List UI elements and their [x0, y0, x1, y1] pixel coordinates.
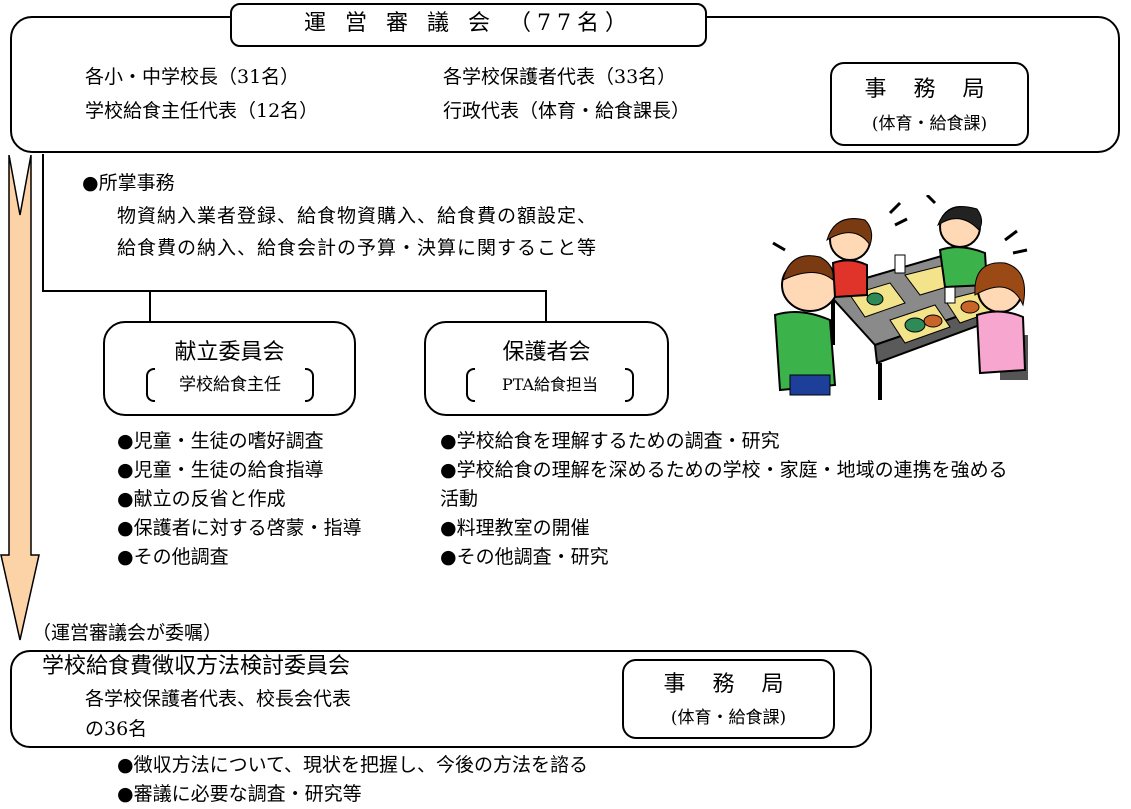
- menu-committee-item: ●献立の反省と作成: [117, 488, 286, 510]
- fee-committee-member-2: の36名: [85, 718, 148, 740]
- parents-council-item: ●学校給食を理解するための調査・研究: [440, 430, 780, 452]
- parents-council-item: ●学校給食の理解を深めるための学校・家庭・地域の連携を強める: [440, 459, 1008, 481]
- fee-committee-item-2: ●審議に必要な調査・研究等: [117, 783, 362, 805]
- affairs-heading: ●所掌事務: [82, 172, 175, 194]
- fee-committee-member-1: 各学校保護者代表、校長会代表: [85, 688, 352, 710]
- connector-vertical: [42, 154, 44, 292]
- council-secretariat-name: 事 務 局: [864, 77, 995, 102]
- fee-secretariat-box: [622, 659, 835, 739]
- fee-committee-item-1: ●徴収方法について、現状を把握し、今後の方法を諮る: [117, 754, 589, 776]
- affairs-line-2: 給食費の納入、給食会計の予算・決算に関すること等: [117, 237, 598, 259]
- connector-parents: [545, 290, 547, 321]
- menu-committee-sub-bracket: [146, 368, 314, 402]
- parents-council-items: ●学校給食を理解するための調査・研究 ●学校給食の理解を深めるための学校・家庭・…: [440, 428, 1008, 573]
- parents-council-item: ●その他調査・研究: [440, 546, 609, 568]
- menu-committee-title: 献立委員会: [174, 340, 285, 365]
- affairs-line-1: 物資納入業者登録、給食物資購入、給食費の額設定、: [117, 205, 598, 227]
- menu-committee-item: ●児童・生徒の嗜好調査: [117, 430, 324, 452]
- fee-secretariat-name: 事 務 局: [663, 672, 794, 697]
- parents-council-item: ●料理教室の開催: [440, 517, 590, 539]
- parents-council-title: 保護者会: [502, 340, 591, 365]
- council-title-box: [230, 3, 707, 47]
- connector-menu: [149, 290, 151, 321]
- commission-note: （運営審議会が委嘱）: [32, 622, 223, 644]
- menu-committee-item: ●児童・生徒の給食指導: [117, 459, 324, 481]
- council-secretariat-box: [830, 62, 1029, 146]
- fee-secretariat-dept: (体育・給食課): [670, 708, 787, 728]
- council-member-1: 各小・中学校長（31名）: [85, 66, 300, 88]
- council-member-4: 行政代表（体育・給食課長）: [443, 100, 691, 122]
- children-eating-lunch-illustration: [772, 195, 1028, 400]
- council-member-2: 各学校保護者代表（33名）: [443, 66, 677, 88]
- menu-committee-item: ●保護者に対する啓蒙・指導: [117, 517, 362, 539]
- flow-arrow: [0, 155, 40, 641]
- council-member-3: 学校給食主任代表（12名）: [85, 100, 319, 122]
- menu-committee-sub: 学校給食主任: [179, 375, 281, 395]
- menu-committee-items: ●児童・生徒の嗜好調査 ●児童・生徒の給食指導 ●献立の反省と作成 ●保護者に対…: [117, 428, 362, 573]
- connector-horizontal: [42, 290, 547, 292]
- council-title: 運 営 審 議 会 （77名）: [304, 11, 633, 36]
- fee-committee-title: 学校給食費徴収方法検討委員会: [42, 654, 351, 679]
- council-secretariat-dept: (体育・給食課): [871, 114, 988, 134]
- menu-committee-item: ●その他調査: [117, 546, 229, 568]
- parents-council-item: 活動: [440, 488, 479, 510]
- parents-council-sub-bracket: [466, 368, 634, 402]
- parents-council-sub: PTA給食担当: [501, 375, 599, 394]
